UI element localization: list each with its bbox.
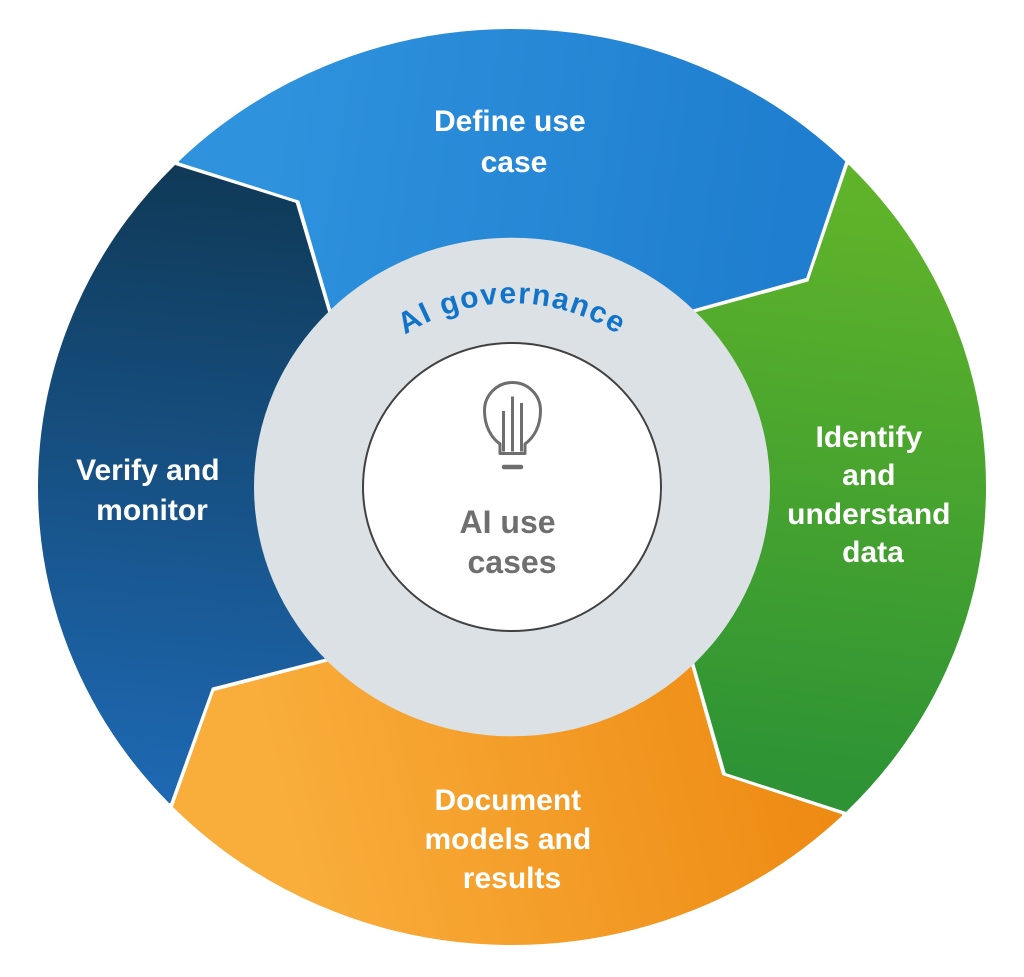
segment-label-line: Document (434, 784, 581, 817)
hub-circle (362, 342, 662, 632)
segment-label-line: Identify (815, 421, 922, 454)
segment-label-document-models-and-results: Document models and results (424, 784, 599, 895)
segment-label-line: monitor (96, 494, 208, 527)
lightbulb-filament-lines (502, 396, 523, 452)
hub-label-line: cases (468, 544, 557, 580)
lightbulb-outline (483, 381, 542, 455)
segment-label-define-use-case: Define use case (434, 105, 594, 179)
lightbulb-icon (483, 381, 542, 470)
segment-label-line: models and (424, 823, 591, 856)
hub-label-ai-use-cases: AI use cases (460, 504, 565, 580)
segment-label-line: and (842, 459, 895, 492)
segment-label-line: data (842, 536, 904, 569)
segment-label-identify-and-understand-data: Identify and understand data (787, 421, 959, 569)
segment-label-line: Verify and (76, 454, 219, 487)
segment-label-verify-and-monitor: Verify and monitor (76, 454, 228, 527)
segment-label-line: results (463, 862, 561, 895)
hub-label-line: AI use (460, 504, 556, 540)
segment-label-line: case (481, 146, 548, 179)
segment-label-line: Define use (434, 105, 586, 138)
segment-label-line: understand (787, 498, 950, 531)
